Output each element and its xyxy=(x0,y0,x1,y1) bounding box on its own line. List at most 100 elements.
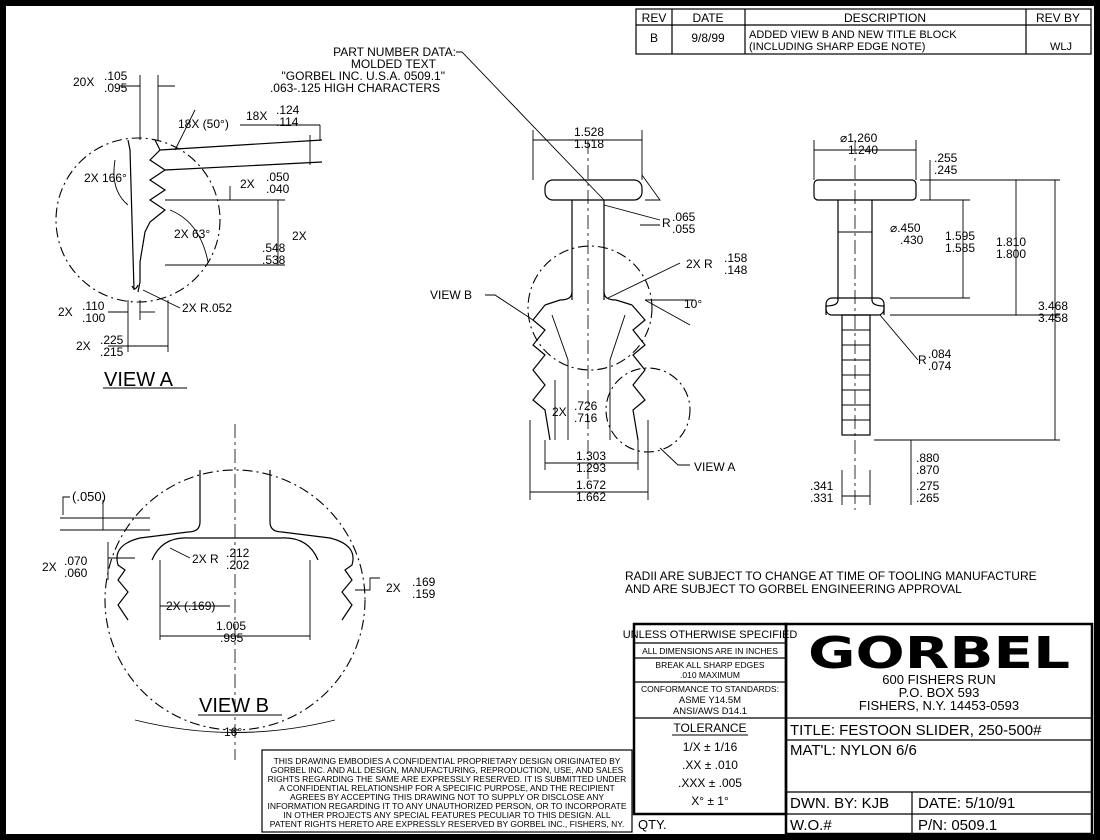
svg-text:1.595: 1.595 xyxy=(945,229,975,243)
qty-label: QTY. xyxy=(638,817,667,832)
svg-text:"GORBEL INC. U.S.A. 0509.1": "GORBEL INC. U.S.A. 0509.1" xyxy=(282,69,445,83)
svg-text:1.810: 1.810 xyxy=(996,235,1026,249)
material: MAT'L: NYLON 6/6 xyxy=(790,742,917,759)
svg-text:.341: .341 xyxy=(810,479,834,493)
svg-text:1.528: 1.528 xyxy=(574,125,604,139)
svg-text:1.672: 1.672 xyxy=(576,478,606,492)
svg-text:.XXX ± .005: .XXX ± .005 xyxy=(678,776,742,790)
svg-text:.070: .070 xyxy=(64,554,88,568)
svg-text:1.293: 1.293 xyxy=(576,461,606,475)
svg-text:.255: .255 xyxy=(934,151,958,165)
svg-text:.100: .100 xyxy=(82,311,106,325)
work-order: W.O.# xyxy=(790,817,832,834)
svg-text:1/X ± 1/16: 1/X ± 1/16 xyxy=(683,740,738,754)
svg-text:1.662: 1.662 xyxy=(576,490,606,504)
svg-text:.105: .105 xyxy=(104,69,128,83)
part-number: P/N: 0509.1 xyxy=(918,817,997,834)
svg-text:R: R xyxy=(662,216,671,230)
svg-text:1.005: 1.005 xyxy=(216,619,246,633)
svg-text:18X (50°): 18X (50°) xyxy=(178,117,229,131)
svg-text:20X: 20X xyxy=(73,75,94,89)
view-a: 20X .105 .095 18X (50°) 18X .124 .114 2X… xyxy=(55,69,323,391)
svg-text:.225: .225 xyxy=(100,333,124,347)
front-view: 1.528 1.518 R .065 .055 2X R .158 .148 1… xyxy=(430,125,748,504)
svg-text:1.800: 1.800 xyxy=(996,247,1026,261)
svg-text:ALL DIMENSIONS ARE IN INCHES: ALL DIMENSIONS ARE IN INCHES xyxy=(642,646,778,656)
gorbel-logo: GORBEL xyxy=(808,628,1070,679)
svg-text:.880: .880 xyxy=(916,451,940,465)
svg-text:AND ARE SUBJECT TO GORBEL ENGI: AND ARE SUBJECT TO GORBEL ENGINEERING AP… xyxy=(625,582,962,596)
svg-text:.169: .169 xyxy=(412,575,436,589)
svg-text:.110: .110 xyxy=(82,299,105,313)
svg-text:.084: .084 xyxy=(928,347,952,361)
view-b-callout: VIEW B xyxy=(430,288,472,302)
svg-text:⌀.450: ⌀.450 xyxy=(890,221,921,235)
svg-text:CONFORMANCE TO STANDARDS:: CONFORMANCE TO STANDARDS: xyxy=(641,684,779,694)
svg-text:2X: 2X xyxy=(76,339,91,353)
revision-table: REV DATE DESCRIPTION REV BY B 9/8/99 ADD… xyxy=(635,8,1092,55)
svg-text:RIGHTS REGARDING THE SAME ARE: RIGHTS REGARDING THE SAME ARE EXPRESSLY … xyxy=(268,774,627,784)
svg-text:.275: .275 xyxy=(916,479,940,493)
svg-text:IN OTHER PROJECTS ANY SPEC: IN OTHER PROJECTS ANY SPECIAL FEATURES P… xyxy=(283,810,610,820)
svg-text:2X: 2X xyxy=(552,405,567,419)
svg-text:16°: 16° xyxy=(224,725,242,739)
svg-text:.010 MAXIMUM: .010 MAXIMUM xyxy=(680,670,740,680)
radii-note: RADII ARE SUBJECT TO CHANGE AT TIME OF T… xyxy=(625,569,1037,596)
description-header: DESCRIPTION xyxy=(844,11,926,25)
svg-text:.055: .055 xyxy=(672,222,696,236)
view-a-detail-circle xyxy=(55,137,221,303)
view-a-callout: VIEW A xyxy=(694,460,735,474)
svg-text:P.O. BOX 593: P.O. BOX 593 xyxy=(899,685,980,700)
svg-text:.060: .060 xyxy=(64,566,88,580)
svg-text:.158: .158 xyxy=(724,251,748,265)
svg-text:.050: .050 xyxy=(266,170,290,184)
svg-text:FISHERS, N.Y. 14453-0593: FISHERS, N.Y. 14453-0593 xyxy=(859,698,1019,713)
svg-text:2X 63°: 2X 63° xyxy=(174,227,210,241)
rev-header: REV xyxy=(642,11,667,25)
svg-text:.065: .065 xyxy=(672,210,696,224)
svg-text:⌀1.260: ⌀1.260 xyxy=(840,131,878,145)
spec-header: UNLESS OTHERWISE SPECIFIED xyxy=(623,629,798,641)
svg-text:GORBEL INC. AND ALL DESIGN, M: GORBEL INC. AND ALL DESIGN, MANUFACTURIN… xyxy=(271,765,624,775)
svg-text:.548: .548 xyxy=(262,241,286,255)
svg-text:1.518: 1.518 xyxy=(574,137,604,151)
confidential-note: THIS DRAWING EMBODIES A CONFIDENTIAL PRO… xyxy=(261,749,633,833)
svg-text:.114: .114 xyxy=(276,115,299,129)
svg-text:.212: .212 xyxy=(226,546,250,560)
svg-text:ANSI/AWS D14.1: ANSI/AWS D14.1 xyxy=(673,706,747,717)
svg-text:THIS DRAWING EMBODIES A CONFID: THIS DRAWING EMBODIES A CONFIDENTIAL PRO… xyxy=(274,756,621,766)
svg-text:.148: .148 xyxy=(724,263,748,277)
svg-text:.716: .716 xyxy=(574,411,598,425)
svg-text:X° ± 1°: X° ± 1° xyxy=(691,794,729,808)
drawing-date: DATE: 5/10/91 xyxy=(918,795,1015,812)
svg-text:2X R: 2X R xyxy=(686,257,713,271)
svg-text:.995: .995 xyxy=(220,631,244,645)
svg-text:PATENT RIGHTS HERETO ARE EXPRE: PATENT RIGHTS HERETO ARE EXPRESSLY RESER… xyxy=(270,819,624,829)
svg-text:2X: 2X xyxy=(240,177,255,191)
svg-text:1.240: 1.240 xyxy=(848,143,878,157)
svg-text:2X: 2X xyxy=(42,560,57,574)
svg-text:.124: .124 xyxy=(276,103,300,117)
svg-text:.726: .726 xyxy=(574,399,598,413)
svg-text:.870: .870 xyxy=(916,463,940,477)
rev-value: B xyxy=(650,31,658,45)
svg-text:.265: .265 xyxy=(916,491,940,505)
svg-text:.095: .095 xyxy=(104,81,128,95)
svg-text:(.050): (.050) xyxy=(72,489,106,504)
svg-text:10°: 10° xyxy=(684,297,702,311)
rev-date-value: 9/8/99 xyxy=(691,31,725,45)
svg-text:1.585: 1.585 xyxy=(945,241,975,255)
svg-text:2X: 2X xyxy=(292,229,307,243)
svg-text:600 FISHERS RUN: 600 FISHERS RUN xyxy=(882,672,995,687)
svg-text:.063-.125 HIGH CHARACTERS: .063-.125 HIGH CHARACTERS xyxy=(270,81,440,95)
svg-text:INFORMATION REGARDING IT TO AN: INFORMATION REGARDING IT TO ANY UNAUTHOR… xyxy=(267,801,626,811)
svg-text:2X 166°: 2X 166° xyxy=(84,171,127,185)
title-block: GORBEL 600 FISHERS RUN P.O. BOX 593 FISH… xyxy=(784,622,1094,836)
svg-text:R: R xyxy=(918,353,927,367)
part-number-note: PART NUMBER DATA: MOLDED TEXT "GORBEL IN… xyxy=(270,45,605,201)
svg-text:A CONFIDENTIAL RELATIONSHIP: A CONFIDENTIAL RELATIONSHIP FOR A SPECIF… xyxy=(279,783,615,793)
svg-text:AGREES BY ACCEPTING THIS DRA: AGREES BY ACCEPTING THIS DRAWING NOT TO … xyxy=(290,792,604,802)
svg-text:.538: .538 xyxy=(262,253,286,267)
